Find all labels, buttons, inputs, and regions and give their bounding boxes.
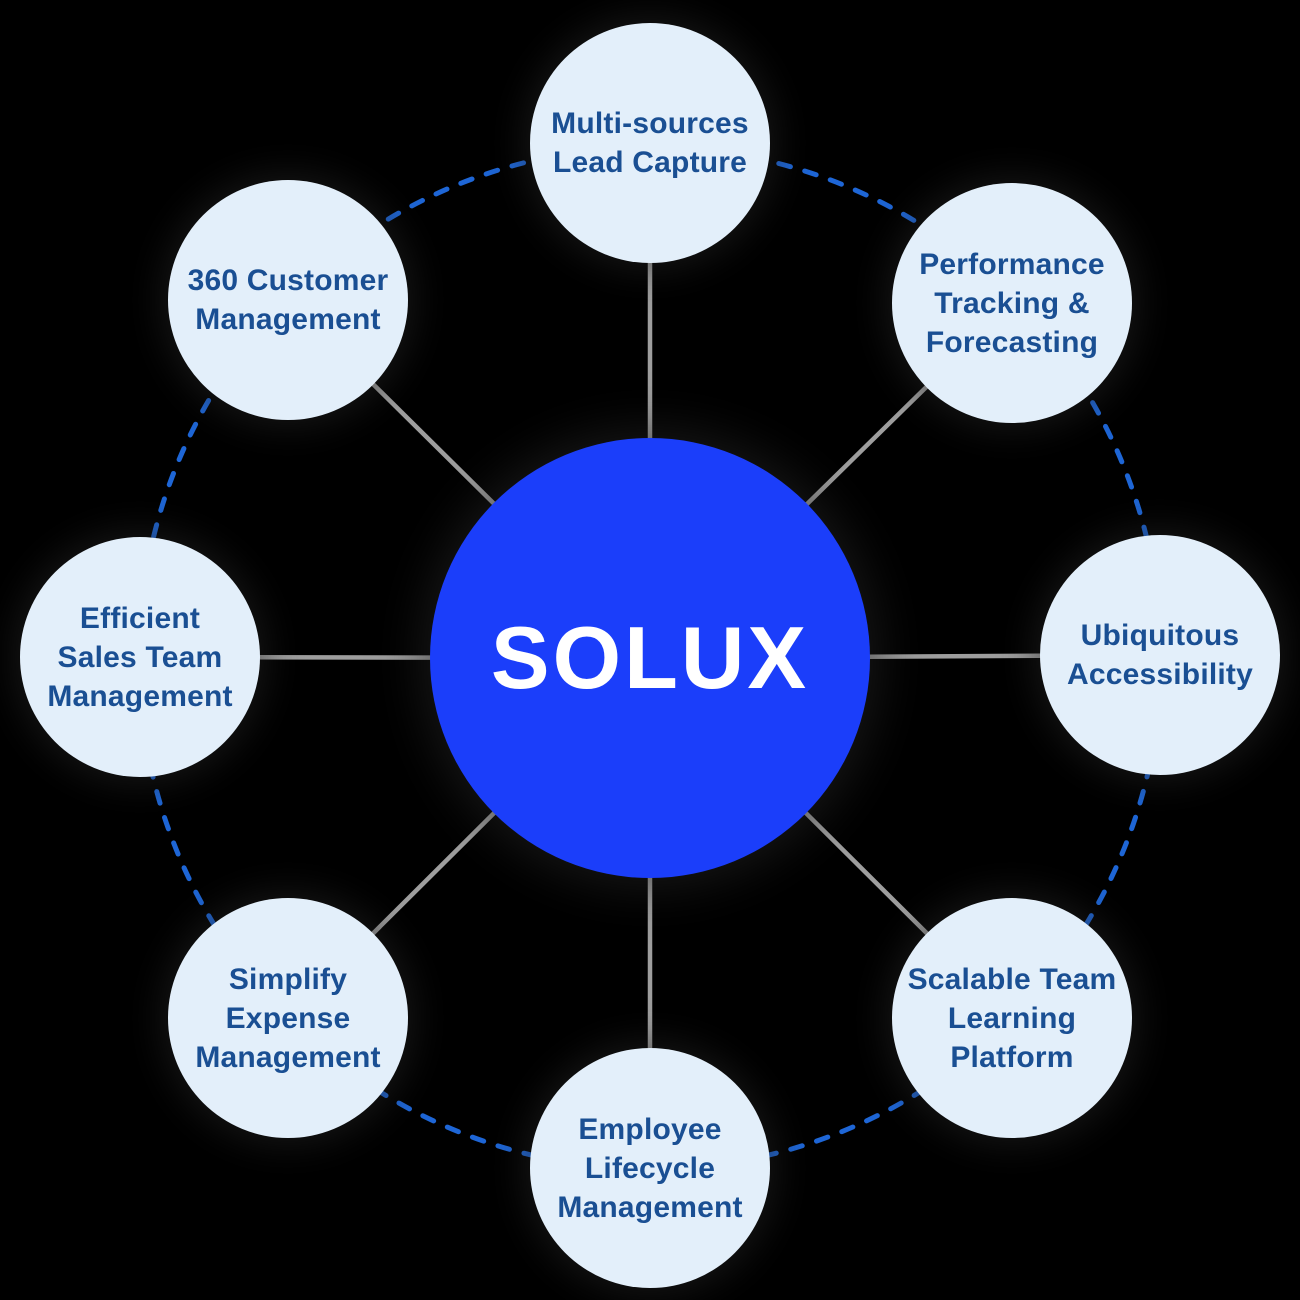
node-multi-sources-lead-capture: Multi-sources Lead Capture bbox=[530, 23, 770, 263]
node-label: Efficient Sales Team Management bbox=[47, 601, 233, 713]
node-efficient-sales-team-management: Efficient Sales Team Management bbox=[20, 537, 260, 777]
node-label: Ubiquitous Accessibility bbox=[1066, 619, 1254, 691]
node-label: Employee Lifecycle Management bbox=[557, 1112, 743, 1224]
hub-brand-label: SOLUX bbox=[490, 608, 810, 707]
node-performance-tracking-forecasting: Performance Tracking & Forecasting bbox=[892, 183, 1132, 423]
node-360-customer-management: 360 Customer Management bbox=[168, 180, 408, 420]
node-label: Performance Tracking & Forecasting bbox=[919, 247, 1105, 359]
node-simplify-expense-management: Simplify Expense Management bbox=[168, 898, 408, 1138]
hub-circle-solux: SOLUX bbox=[430, 438, 870, 878]
node-label: 360 Customer Management bbox=[187, 264, 389, 336]
node-label: Multi-sources Lead Capture bbox=[551, 107, 749, 179]
node-employee-lifecycle-management: Employee Lifecycle Management bbox=[530, 1048, 770, 1288]
node-label: Scalable Team Learning Platform bbox=[907, 962, 1117, 1074]
node-label: Simplify Expense Management bbox=[195, 962, 381, 1074]
node-ubiquitous-accessibility: Ubiquitous Accessibility bbox=[1040, 535, 1280, 775]
node-scalable-team-learning-platform: Scalable Team Learning Platform bbox=[892, 898, 1132, 1138]
